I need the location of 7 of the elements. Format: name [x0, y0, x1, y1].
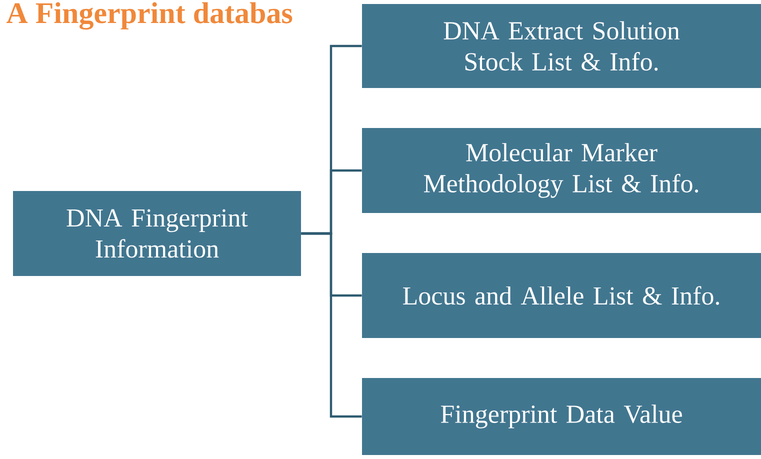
- process-box: DNA Fingerprint Information: [13, 191, 301, 276]
- process-box: Fingerprint Data Value: [362, 378, 761, 455]
- process-box: DNA Extract Solution Stock List & Info.: [362, 4, 761, 88]
- process-box: Locus and Allele List & Info.: [362, 253, 761, 338]
- process-box: Molecular Marker Methodology List & Info.: [362, 128, 761, 213]
- connector: [301, 232, 362, 418]
- title: A Fingerprint databas: [6, 2, 292, 30]
